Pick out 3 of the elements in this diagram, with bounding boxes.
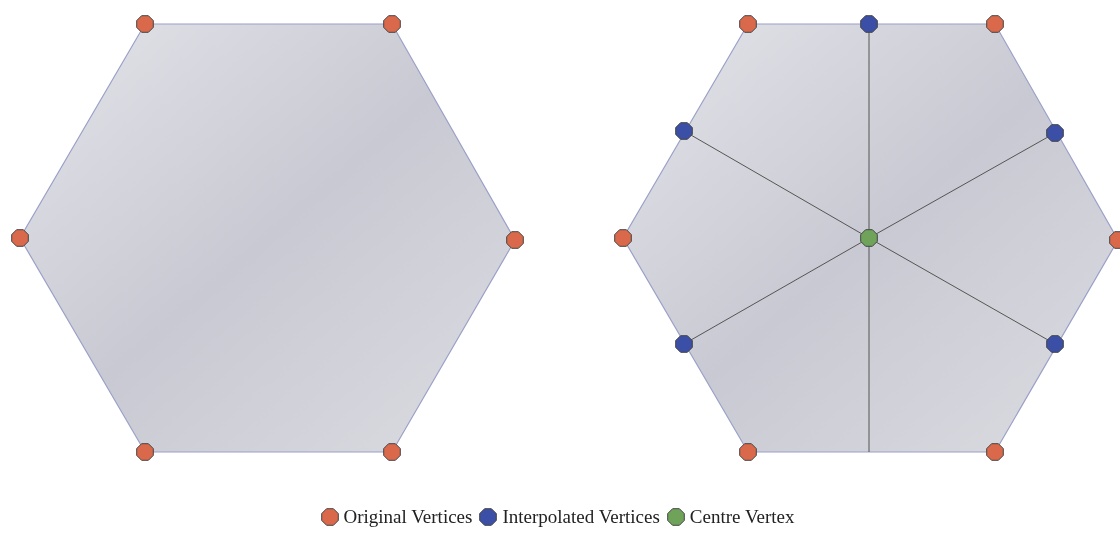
legend-label: Centre Vertex — [689, 506, 795, 528]
legend-label: Interpolated Vertices — [502, 506, 660, 528]
legend-label: Original Vertices — [343, 506, 473, 528]
